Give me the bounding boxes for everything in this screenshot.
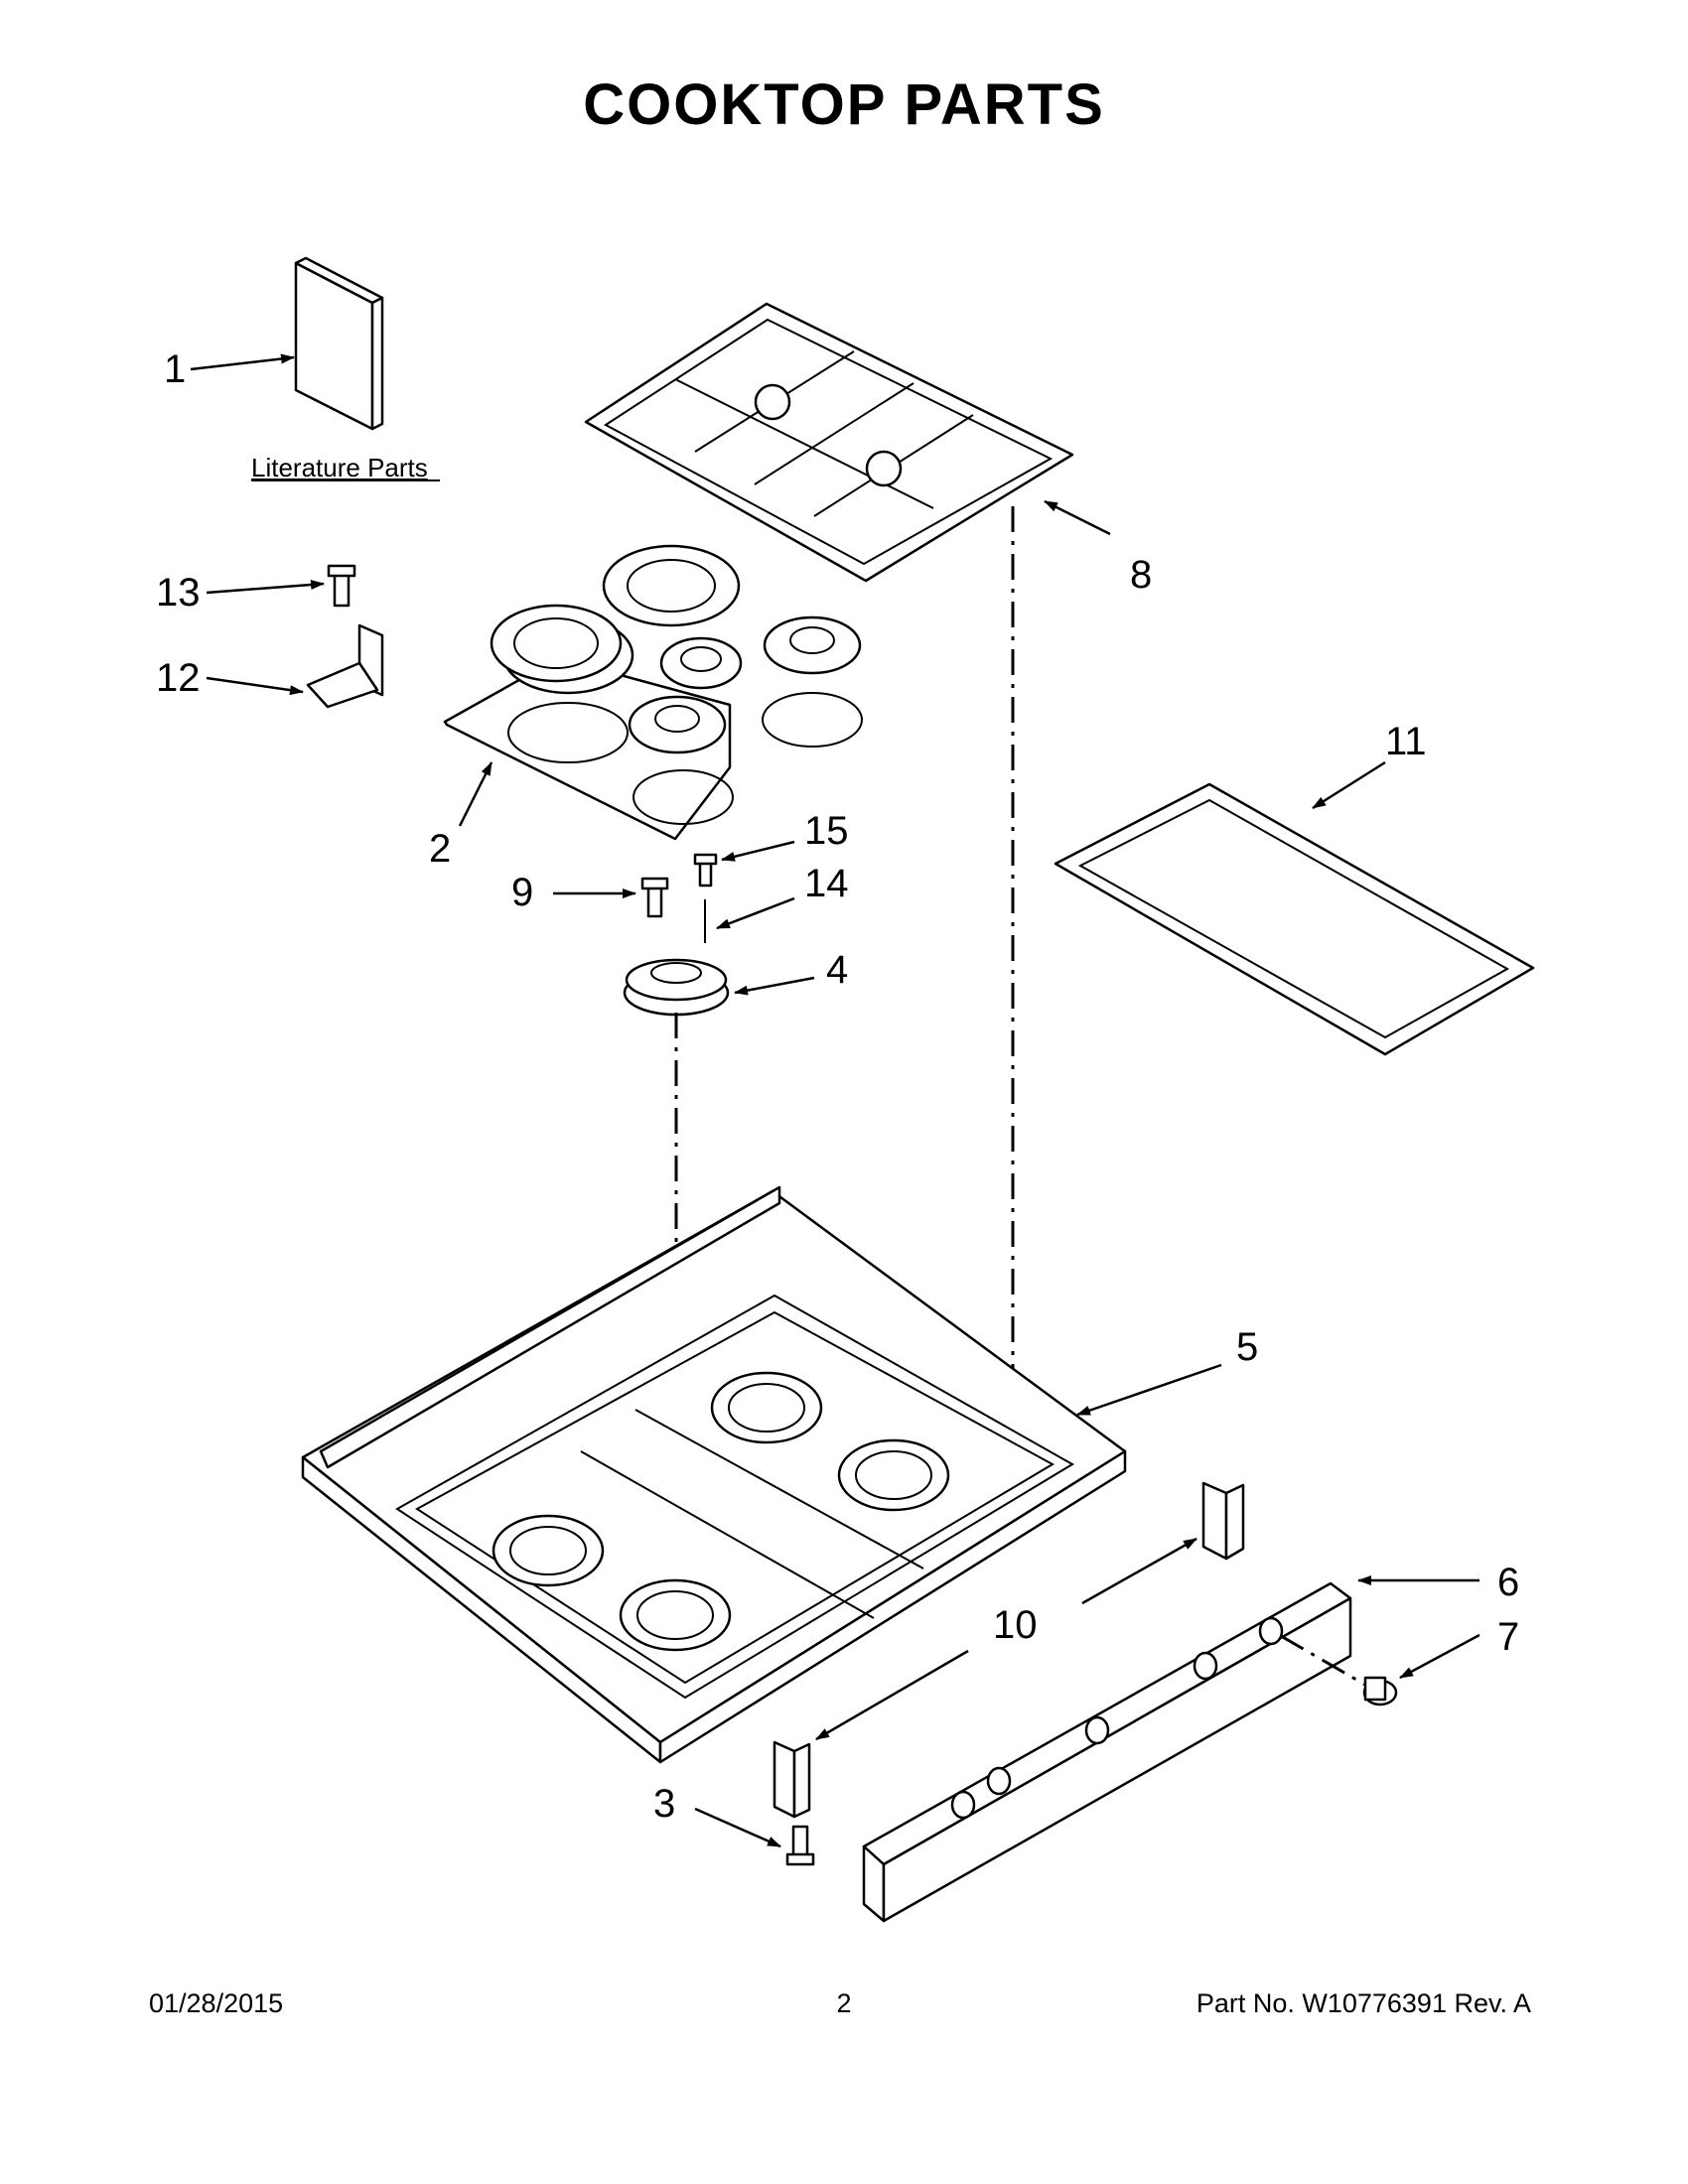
leader-4 bbox=[734, 976, 815, 996]
callout-13: 13 bbox=[156, 571, 201, 614]
page-title: COOKTOP PARTS bbox=[583, 72, 1105, 137]
part-12-bracket: 12 bbox=[156, 623, 384, 709]
callout-9: 9 bbox=[511, 871, 533, 914]
leader-7 bbox=[1399, 1633, 1480, 1680]
leader-12 bbox=[206, 676, 304, 696]
part-3-screw: 3 bbox=[653, 1782, 815, 1866]
leader-10a bbox=[1081, 1537, 1197, 1605]
leader-15 bbox=[721, 840, 795, 862]
part-2-burner-caps: 2 bbox=[429, 544, 863, 871]
leader-2 bbox=[458, 761, 493, 827]
callout-8: 8 bbox=[1130, 553, 1152, 597]
callout-14: 14 bbox=[804, 862, 849, 905]
part-13-screw: 13 bbox=[156, 564, 356, 614]
callout-3: 3 bbox=[653, 1782, 675, 1826]
callout-6: 6 bbox=[1497, 1561, 1519, 1604]
leader-1 bbox=[190, 353, 295, 371]
part-7-knob: 7 bbox=[1280, 1615, 1519, 1706]
leader-8 bbox=[1044, 499, 1111, 536]
callout-4: 4 bbox=[826, 948, 848, 992]
footer-page-number: 2 bbox=[836, 1988, 852, 2018]
callout-5: 5 bbox=[1236, 1325, 1258, 1369]
leader-11 bbox=[1312, 760, 1386, 810]
callout-11: 11 bbox=[1385, 720, 1427, 763]
leader-3 bbox=[694, 1807, 781, 1848]
callout-1: 1 bbox=[164, 347, 186, 391]
part-6-manifold-panel: 6 bbox=[862, 1561, 1519, 1923]
callout-10: 10 bbox=[993, 1603, 1038, 1647]
callout-15: 15 bbox=[804, 809, 849, 853]
leader-14 bbox=[716, 896, 795, 930]
part-15-screw: 15 bbox=[693, 809, 849, 887]
part-9-screw: 9 bbox=[511, 871, 669, 918]
part-14-electrode: 14 bbox=[704, 862, 849, 943]
callout-7: 7 bbox=[1497, 1615, 1519, 1659]
leader-10b bbox=[815, 1649, 969, 1741]
part-5-main-top: 5 bbox=[301, 1185, 1258, 1764]
callout-12: 12 bbox=[156, 656, 201, 700]
leader-5 bbox=[1076, 1363, 1222, 1417]
part-1-literature-booklet: 1 Literature Parts bbox=[164, 256, 440, 482]
footer-part-number: Part No. W10776391 Rev. A bbox=[1196, 1988, 1531, 2018]
callout-2: 2 bbox=[429, 827, 451, 871]
alignment-line-knob bbox=[1280, 1634, 1371, 1690]
leader-13 bbox=[206, 580, 325, 595]
part-10-brackets: 10 bbox=[773, 1481, 1245, 1819]
part-11-griddle: 11 bbox=[1054, 720, 1535, 1056]
part-4-burner-base: 4 bbox=[623, 948, 848, 1017]
part-8-grate: 8 bbox=[584, 302, 1152, 597]
literature-parts-label: Literature Parts bbox=[251, 453, 428, 482]
footer-date: 01/28/2015 bbox=[149, 1988, 284, 2018]
